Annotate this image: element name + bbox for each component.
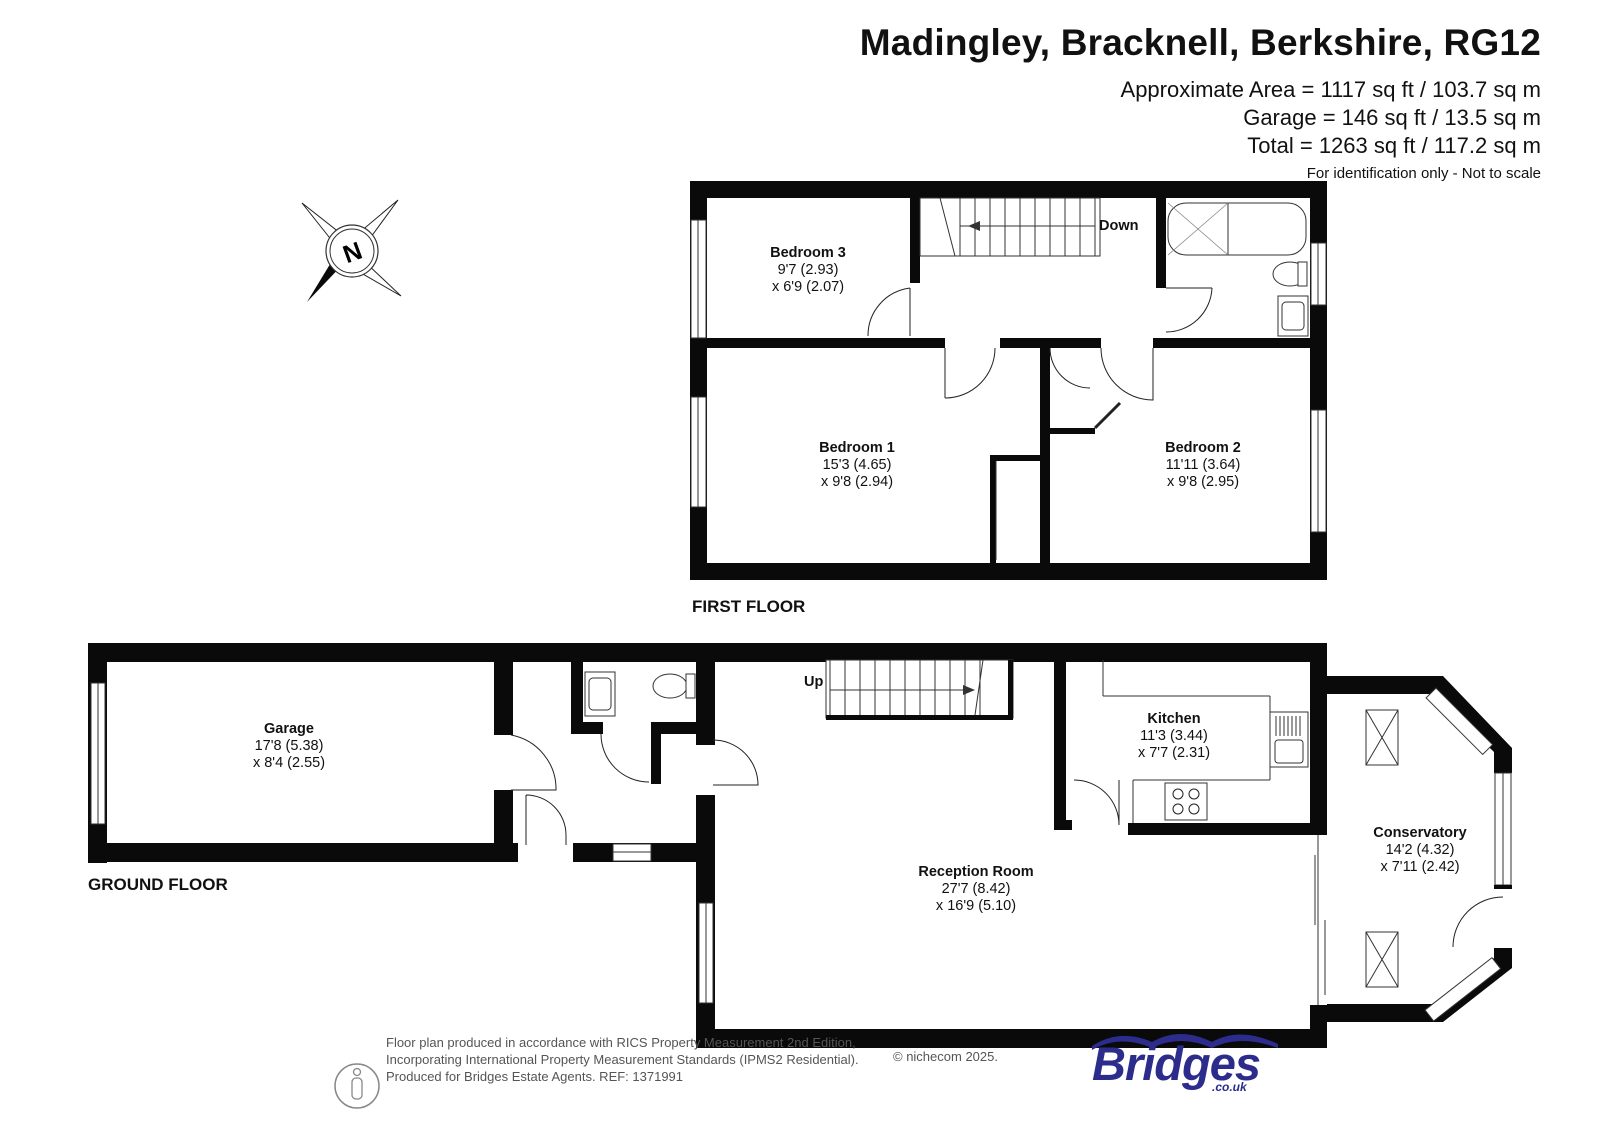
- person-icon: [334, 1063, 380, 1109]
- bedroom2-dim2: x 9'8 (2.95): [1167, 474, 1239, 490]
- conservatory-dim2: x 7'11 (2.42): [1380, 859, 1459, 875]
- gf-stairs-label: Up: [804, 674, 823, 690]
- reception-dim1: 27'7 (8.42): [942, 881, 1011, 897]
- kitchen-dim1: 11'3 (3.44): [1140, 728, 1208, 744]
- footer-line-2: Incorporating International Property Mea…: [386, 1052, 859, 1067]
- garage-area: Garage = 146 sq ft / 13.5 sq m: [1243, 105, 1541, 130]
- approx-area: Approximate Area = 1117 sq ft / 103.7 sq…: [1120, 77, 1541, 102]
- reception-dim2: x 16'9 (5.10): [936, 898, 1016, 914]
- first-floor-label: FIRST FLOOR: [692, 597, 805, 616]
- garage-name: Garage: [264, 721, 314, 737]
- conservatory-name: Conservatory: [1373, 825, 1466, 841]
- bedroom3-dim2: x 6'9 (2.07): [772, 279, 844, 295]
- kitchen-dim2: x 7'7 (2.31): [1138, 745, 1210, 761]
- conservatory-dim1: 14'2 (4.32): [1386, 842, 1455, 858]
- bridges-logo-text: Bridges: [1092, 1037, 1261, 1090]
- garage-dim2: x 8'4 (2.55): [253, 755, 325, 771]
- footer-line-1: Floor plan produced in accordance with R…: [386, 1035, 856, 1050]
- bedroom2-dim1: 11'11 (3.64): [1166, 457, 1241, 473]
- copyright: © nichecom 2025.: [893, 1049, 998, 1064]
- total-area: Total = 1263 sq ft / 117.2 sq m: [1247, 133, 1541, 158]
- bedroom1-dim1: 15'3 (4.65): [823, 457, 892, 473]
- ff-stairs-label: Down: [1099, 218, 1138, 234]
- reception-name: Reception Room: [918, 864, 1033, 880]
- kitchen-name: Kitchen: [1147, 711, 1200, 727]
- compass-rose-icon: N: [301, 199, 402, 302]
- bridges-logo-sub: .co.uk: [1212, 1080, 1247, 1094]
- footer-notes: Floor plan produced in accordance with R…: [386, 1034, 859, 1085]
- first-floor-plan: Down Bedroom 3 9'7 (2.93) x 6'9 (2.07) B…: [690, 181, 1327, 616]
- bedroom3-dim1: 9'7 (2.93): [778, 262, 839, 278]
- plan-title: Madingley, Bracknell, Berkshire, RG12: [859, 22, 1541, 63]
- footer-line-3: Produced for Bridges Estate Agents. REF:…: [386, 1069, 684, 1084]
- ground-floor-label: GROUND FLOOR: [88, 875, 228, 894]
- bedroom3-name: Bedroom 3: [770, 245, 846, 261]
- scale-note: For identification only - Not to scale: [1306, 165, 1541, 182]
- bedroom2-name: Bedroom 2: [1165, 440, 1241, 456]
- bedroom1-name: Bedroom 1: [819, 440, 895, 456]
- ground-floor-plan: Up Garage 17'8 (5.38) x 8'4 (2.55) Kitch…: [88, 643, 1512, 1048]
- bridges-logo-icon: [1092, 1034, 1278, 1050]
- garage-dim1: 17'8 (5.38): [255, 738, 324, 754]
- bedroom1-dim2: x 9'8 (2.94): [821, 474, 893, 490]
